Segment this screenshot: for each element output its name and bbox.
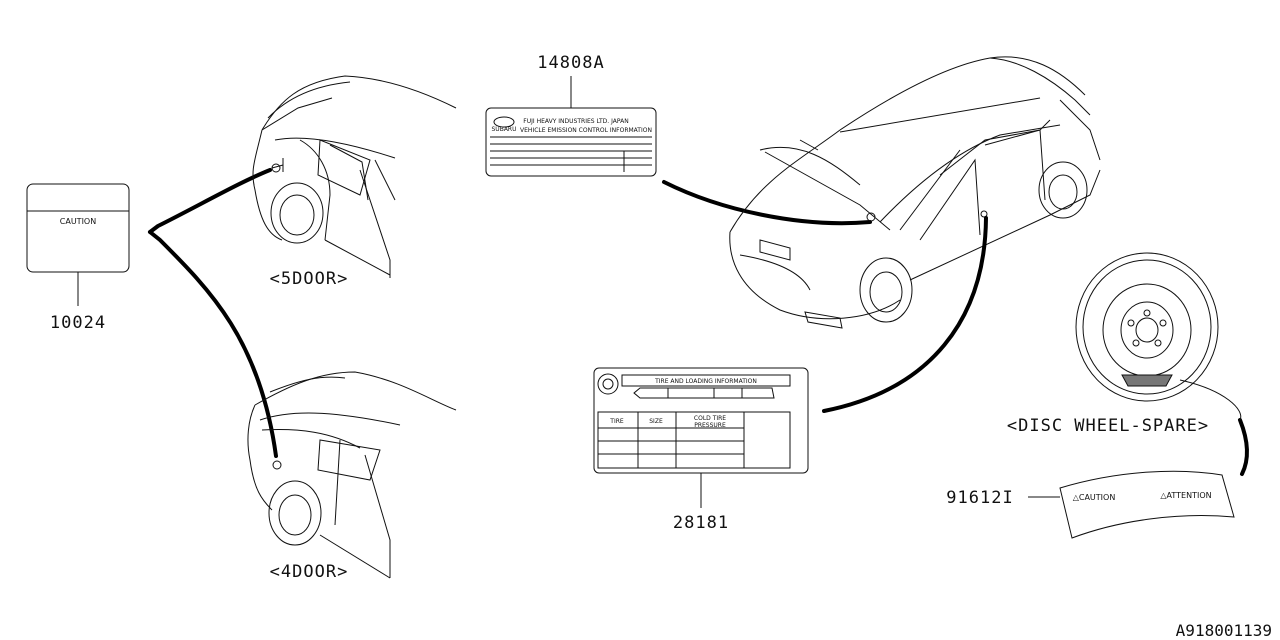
four-door-label: <4DOOR>: [270, 562, 349, 582]
emission-label-line1: FUJI HEAVY INDUSTRIES LTD. JAPAN: [523, 118, 628, 125]
part-number-91612i: 91612I: [946, 488, 1013, 508]
spare-wheel-label-91612i: △CAUTION △ATTENTION: [1028, 470, 1235, 539]
main-car-drawing: [729, 56, 1101, 329]
five-door-car-drawing: [252, 75, 457, 278]
spare-wheel-drawing: [1075, 252, 1219, 402]
emission-label-line2: VEHICLE EMISSION CONTROL INFORMATION: [520, 127, 652, 134]
diagram-id: A918001139: [1176, 621, 1272, 640]
disc-wheel-spare-label: <DISC WHEEL-SPARE>: [1007, 416, 1209, 436]
part-number-10024: 10024: [50, 313, 106, 333]
caution-label-text: CAUTION: [60, 217, 96, 226]
caution-label-10024: CAUTION: [26, 183, 130, 306]
part-number-14808a: 14808A: [537, 53, 604, 73]
tire-label-28181: TIRE AND LOADING INFORMATION TIRE SIZE C…: [593, 367, 809, 508]
emission-label-logo: SUBARU: [492, 126, 517, 133]
four-door-car-drawing: [247, 371, 457, 579]
part-number-28181: 28181: [673, 513, 729, 533]
tire-col-tire: TIRE: [609, 418, 624, 425]
tire-col-size: SIZE: [649, 418, 663, 425]
spare-label-attention: △ATTENTION: [1160, 491, 1211, 500]
tire-col-pressure-1: COLD TIRE: [694, 415, 726, 422]
spare-label-caution: △CAUTION: [1073, 493, 1116, 502]
tire-label-title: TIRE AND LOADING INFORMATION: [654, 378, 757, 385]
five-door-label: <5DOOR>: [270, 269, 349, 289]
tire-col-pressure-2: PRESSURE: [694, 422, 726, 429]
emission-label-14808a: SUBARU FUJI HEAVY INDUSTRIES LTD. JAPAN …: [485, 76, 657, 177]
